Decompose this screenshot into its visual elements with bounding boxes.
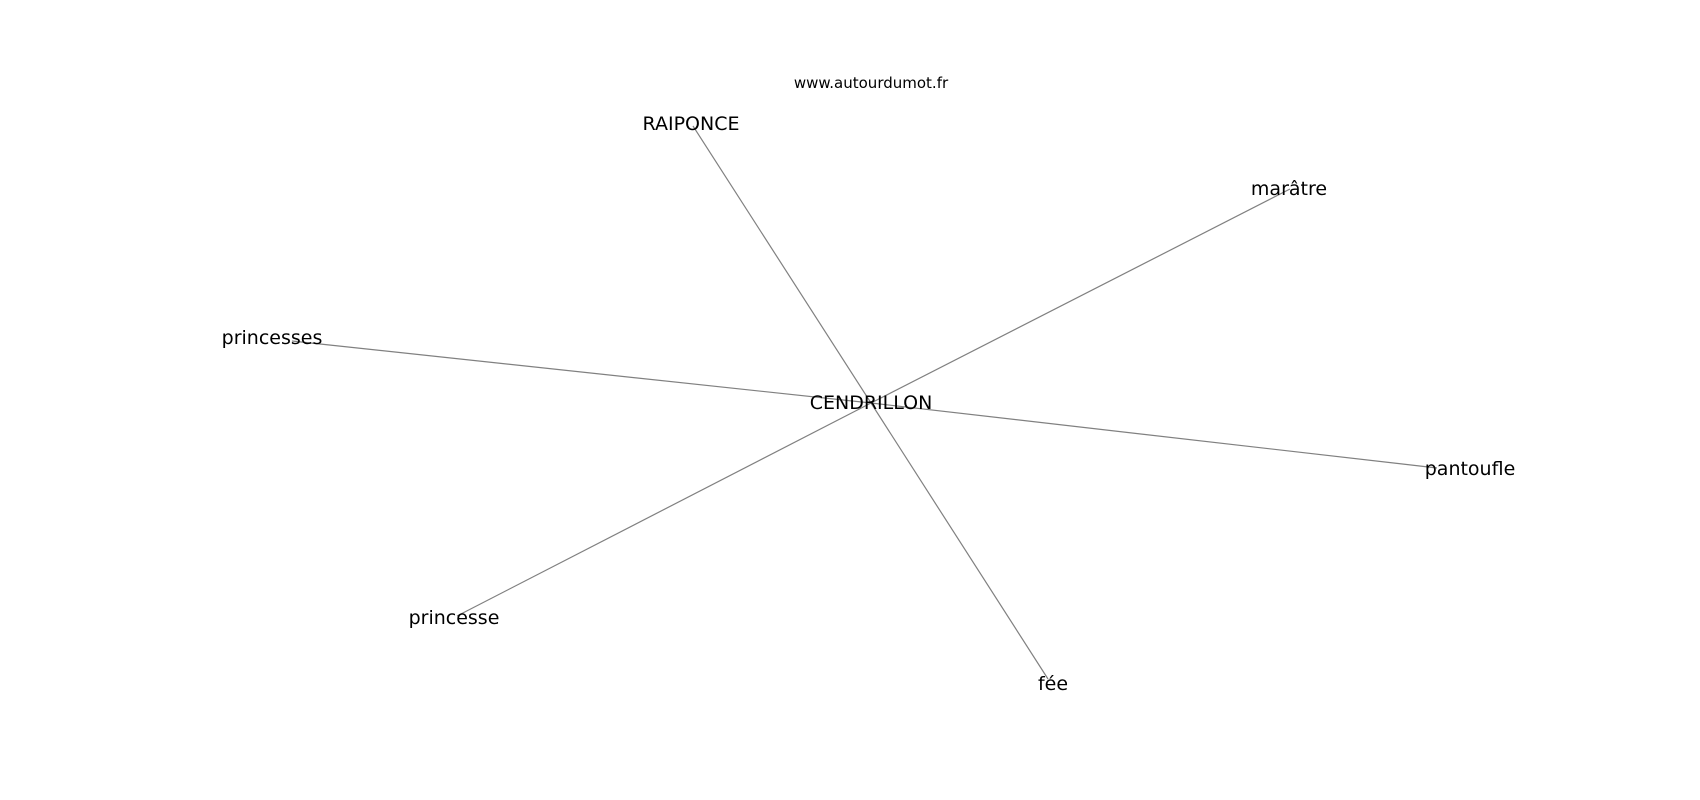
edge-center-princesse xyxy=(456,402,872,617)
node-raiponce: RAIPONCE xyxy=(643,113,740,135)
edge-center-princesses xyxy=(291,340,872,404)
source-credit: www.autourdumot.fr xyxy=(794,74,949,92)
node-princesses: princesses xyxy=(222,327,323,349)
node-pantoufle: pantoufle xyxy=(1425,458,1516,480)
edge-center-fee xyxy=(870,402,1049,680)
edge-center-maratre xyxy=(870,188,1291,404)
node-fee: fée xyxy=(1038,673,1068,695)
node-center: CENDRILLON xyxy=(810,392,933,414)
graph-labels: www.autourdumot.fr CENDRILLON RAIPONCE m… xyxy=(222,74,1516,695)
edge-center-pantoufle xyxy=(870,402,1438,469)
edge-center-raiponce xyxy=(692,125,872,404)
node-princesse: princesse xyxy=(409,607,500,629)
node-maratre: marâtre xyxy=(1251,178,1327,200)
graph-edges xyxy=(291,125,1438,680)
